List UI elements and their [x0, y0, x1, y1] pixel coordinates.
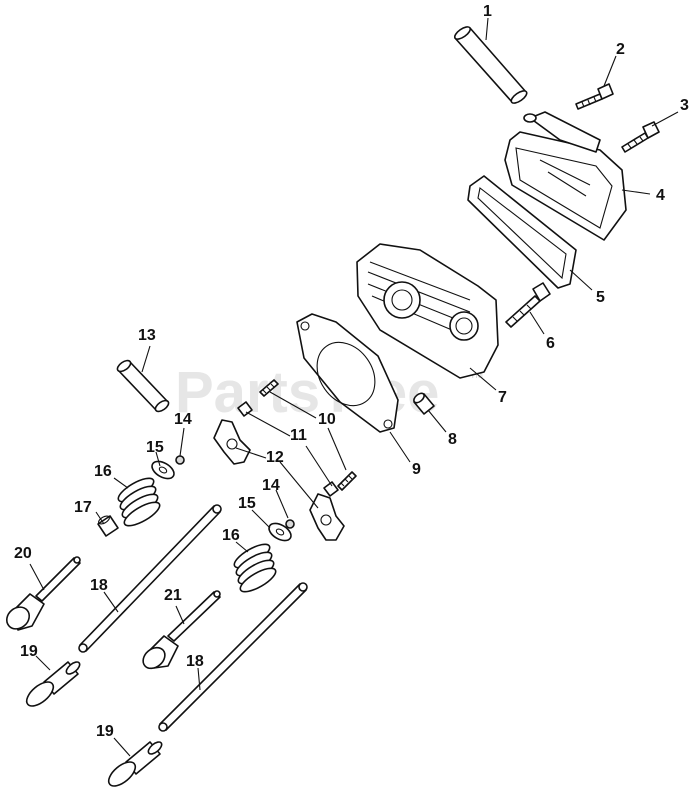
- callout-19b: 19: [96, 723, 114, 740]
- watermark: PartsTree: [175, 360, 439, 425]
- part-17-valve-seal[interactable]: [97, 514, 119, 537]
- part-8-dowel[interactable]: [412, 391, 435, 415]
- part-11-nut[interactable]: [237, 401, 339, 497]
- part-16-valve-spring[interactable]: [115, 474, 279, 596]
- part-10-stud[interactable]: [259, 379, 357, 491]
- part-1-tube[interactable]: [453, 25, 529, 106]
- watermark-trademark: TM: [470, 370, 483, 380]
- callout-1: 1: [483, 3, 492, 20]
- part-20-valve[interactable]: [2, 556, 81, 633]
- callout-18b: 18: [186, 653, 204, 670]
- callout-17: 17: [74, 499, 92, 516]
- part-18-push-rod[interactable]: [78, 504, 308, 732]
- callout-10: 10: [318, 411, 336, 428]
- part-2-bolt[interactable]: [575, 83, 614, 110]
- callout-6: 6: [546, 335, 555, 352]
- part-21-valve[interactable]: [139, 590, 221, 673]
- part-19-lifter[interactable]: [23, 660, 164, 788]
- callout-2: 2: [616, 41, 625, 58]
- callout-4: 4: [656, 187, 665, 204]
- callout-labels: 1 2 3 4 5 6 7 8 9 10 11 12 13 14 14 15 1…: [14, 3, 689, 740]
- part-3-bolt[interactable]: [621, 121, 660, 153]
- callout-8: 8: [448, 431, 457, 448]
- leader-lines: [29, 17, 679, 757]
- callout-11: 11: [290, 427, 307, 444]
- callout-20: 20: [14, 545, 32, 562]
- callout-18a: 18: [90, 577, 108, 594]
- callout-9: 9: [412, 461, 421, 478]
- callout-14a: 14: [174, 411, 192, 428]
- part-5-gasket[interactable]: [467, 175, 577, 289]
- callout-3: 3: [680, 97, 689, 114]
- part-13-pin[interactable]: [116, 358, 171, 413]
- callout-19a: 19: [20, 643, 38, 660]
- callout-13: 13: [138, 327, 156, 344]
- part-6-bolt[interactable]: [505, 282, 551, 328]
- part-7-cylinder-head[interactable]: [356, 243, 499, 379]
- callout-14b: 14: [262, 477, 280, 494]
- callout-16a: 16: [94, 463, 112, 480]
- callout-21: 21: [164, 587, 182, 604]
- callout-5: 5: [596, 289, 605, 306]
- callout-15b: 15: [238, 495, 256, 512]
- part-4-valve-cover[interactable]: [504, 111, 627, 241]
- part-15-retainer[interactable]: [149, 458, 294, 544]
- callout-12: 12: [266, 449, 284, 466]
- part-12-rocker-arm[interactable]: [213, 419, 345, 541]
- callout-15a: 15: [146, 439, 164, 456]
- callout-7: 7: [498, 389, 507, 406]
- part-9-head-gasket[interactable]: [296, 313, 399, 433]
- callout-16b: 16: [222, 527, 240, 544]
